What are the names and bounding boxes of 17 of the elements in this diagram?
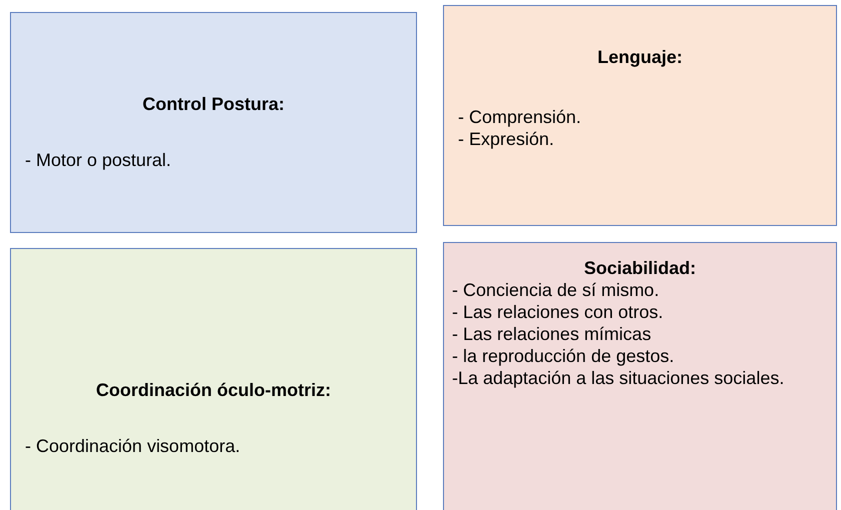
category-box <box>443 5 837 226</box>
category-box <box>443 242 837 510</box>
box-heading: Lenguaje: <box>596 46 684 68</box>
box-heading: Sociabilidad: <box>582 257 698 279</box>
list-item: - la reproducción de gestos. <box>452 345 676 367</box>
list-item: - Las relaciones mímicas <box>452 323 652 345</box>
list-item: - Comprensión. <box>458 106 582 128</box>
list-item: - Coordinación visomotora. <box>25 435 242 457</box>
box-heading: Control Postura: <box>142 93 286 115</box>
box-heading: Coordinación óculo-motriz: <box>95 379 332 401</box>
list-item: - Conciencia de sí mismo. <box>452 279 660 301</box>
category-box <box>10 248 417 510</box>
list-item: -La adaptación a las situaciones sociales. <box>452 367 786 389</box>
list-item: - Motor o postural. <box>25 149 172 171</box>
category-box <box>10 12 417 233</box>
list-item: - Expresión. <box>458 128 556 150</box>
list-item: - Las relaciones con otros. <box>452 301 664 323</box>
